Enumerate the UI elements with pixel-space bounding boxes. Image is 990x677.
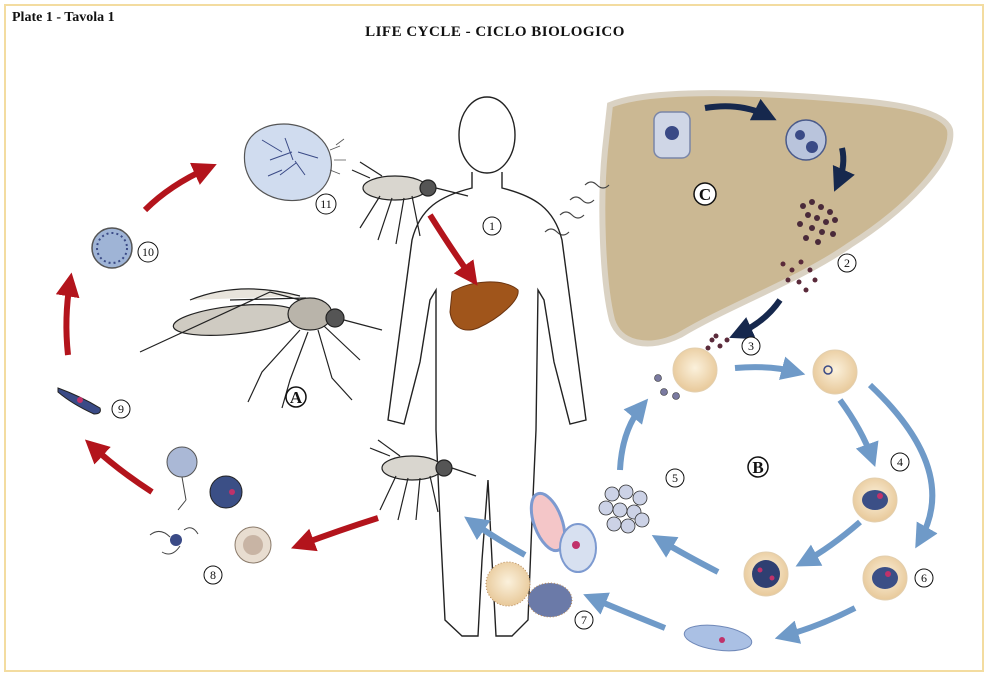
infected-hepatocyte — [786, 120, 826, 160]
svg-text:7: 7 — [581, 613, 587, 627]
trophozoite-cell-4 — [853, 478, 897, 522]
stage-number-10: 10 — [138, 242, 158, 262]
blue-arrow-5-up — [620, 406, 642, 470]
red-arrow-9-10 — [66, 282, 70, 355]
stage-number-8: 8 — [204, 566, 222, 584]
stage-number-5: 5 — [666, 469, 684, 487]
blue-arrow-to-7 — [592, 598, 665, 628]
blue-arrow-to-4 — [840, 400, 872, 458]
liver-arrow-3 — [738, 300, 780, 334]
stage-number-11: 11 — [316, 194, 336, 214]
svg-text:11: 11 — [320, 197, 332, 211]
ookinete — [58, 388, 100, 414]
svg-text:C: C — [699, 185, 711, 204]
svg-text:6: 6 — [921, 571, 927, 585]
svg-text:9: 9 — [118, 402, 124, 416]
ruptured-schizont — [599, 485, 649, 533]
blue-arrow-3-top — [735, 367, 796, 372]
svg-text:4: 4 — [897, 455, 903, 469]
red-arrow-10-11 — [145, 168, 208, 210]
blue-arrow-4-to-trophozoite — [804, 522, 860, 562]
stage-number-2: 2 — [838, 254, 856, 272]
mosquito-large-icon — [140, 289, 382, 408]
phase-label-A: A — [286, 387, 306, 407]
phase-label-B: B — [748, 457, 768, 477]
red-arrow-bite-8 — [300, 518, 378, 545]
gametocytes-blood — [486, 489, 596, 617]
svg-text:2: 2 — [844, 256, 850, 270]
blue-arrow-6-to-gametocyte — [784, 608, 855, 636]
mosquito-feeding-icon — [352, 162, 468, 244]
svg-text:A: A — [290, 388, 303, 407]
phase-label-C: C — [694, 183, 716, 205]
svg-text:8: 8 — [210, 568, 216, 582]
bite-arrow — [430, 215, 472, 278]
oocyst — [92, 228, 132, 268]
stage-number-4: 4 — [891, 453, 909, 471]
blue-arrow-to-5 — [660, 540, 718, 572]
red-blood-cell — [673, 348, 717, 392]
human-figure — [388, 97, 586, 636]
svg-text:1: 1 — [489, 219, 495, 233]
stage-number-9: 9 — [112, 400, 130, 418]
ring-stage-cell — [813, 350, 857, 394]
stage-number-3: 3 — [742, 337, 760, 355]
mosquito-bite-2-icon — [370, 440, 476, 520]
stage-number-1: 1 — [483, 217, 501, 235]
svg-text:5: 5 — [672, 471, 678, 485]
gametocyte-crescent — [683, 621, 754, 654]
red-arrow-8-9 — [92, 446, 152, 492]
svg-text:10: 10 — [142, 245, 154, 259]
hepatocyte-cell — [654, 112, 690, 158]
stage-number-6: 6 — [915, 569, 933, 587]
svg-text:3: 3 — [748, 339, 754, 353]
schizont-cell — [744, 552, 788, 596]
trophozoite-cell-6 — [863, 556, 907, 600]
gametocytes-in-mosquito — [150, 447, 271, 563]
body-liver-icon — [450, 282, 518, 330]
oocyst-rupture — [244, 124, 346, 201]
stage-number-7: 7 — [575, 611, 593, 629]
blue-arrow-7-to-human — [472, 522, 525, 555]
svg-text:B: B — [752, 458, 763, 477]
